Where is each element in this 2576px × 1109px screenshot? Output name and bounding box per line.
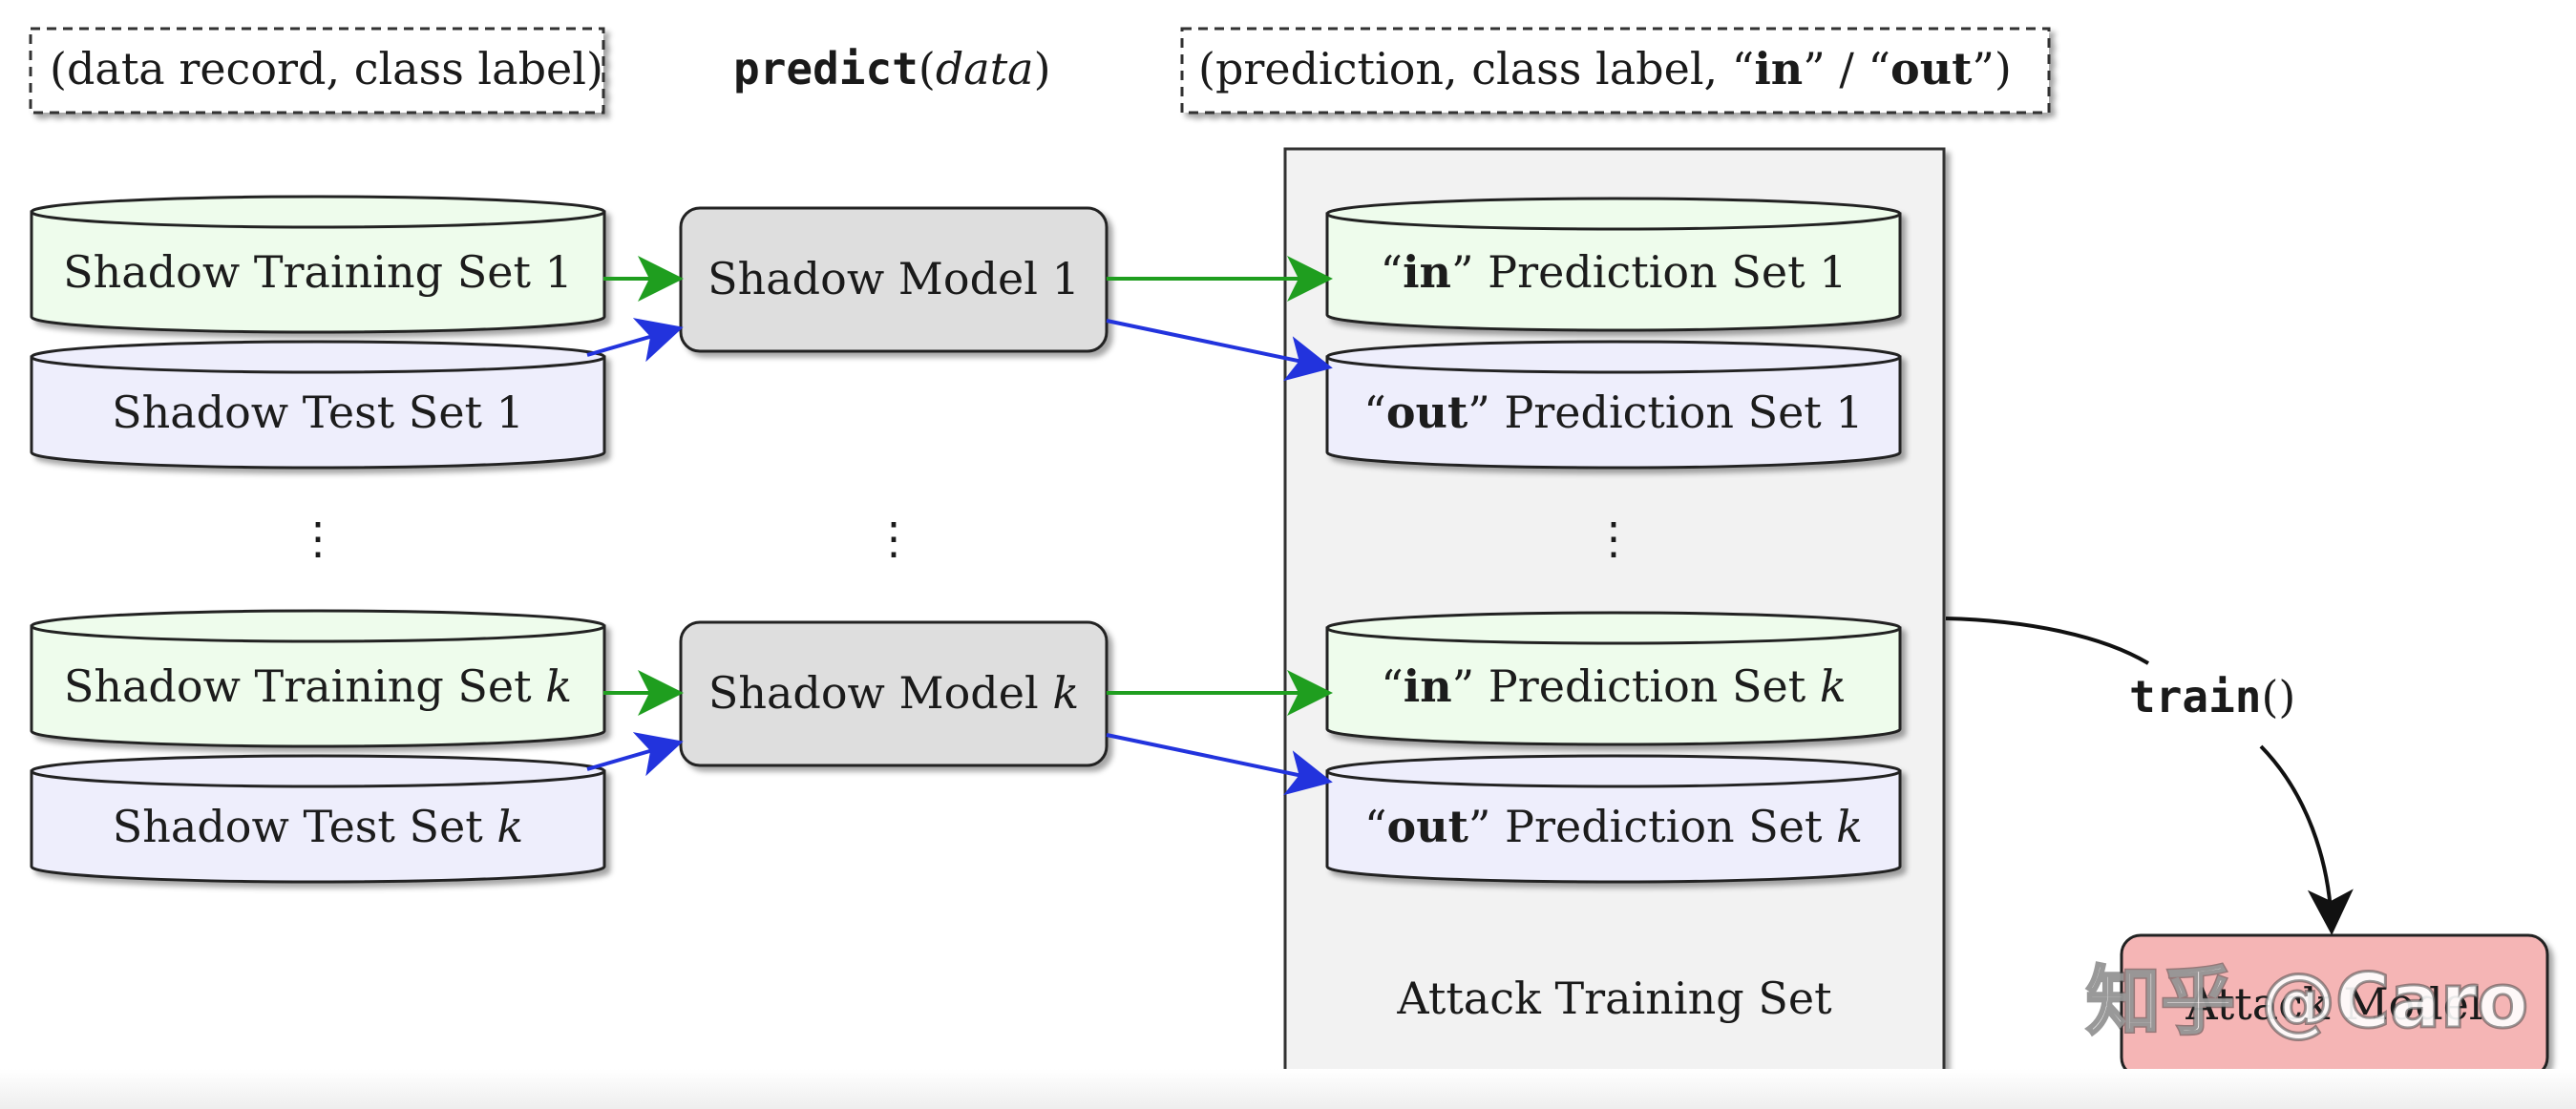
in-prediction-set-1: “in” Prediction Set 1 <box>1325 197 1902 332</box>
shadow-model-k-label: Shadow Model k <box>708 667 1079 719</box>
bottom-shade <box>0 1069 2576 1109</box>
legend-prediction-text: (prediction, class label, “in” / “out”) <box>1198 43 2012 94</box>
arrow-modelk-to-outk <box>1106 733 1333 796</box>
shadow-training-set-k: Shadow Training Set k <box>30 609 606 748</box>
train-function-label: train() <box>2129 671 2295 722</box>
out-prediction-set-1-label: “out” Prediction Set 1 <box>1363 387 1863 438</box>
watermark: 知乎 @Caro <box>2084 958 2529 1047</box>
legend-record-label: (data record, class label) <box>29 27 605 115</box>
shadow-sets-ellipsis: ⋮ <box>296 513 340 564</box>
arrow-model1-to-out1 <box>1106 319 1333 382</box>
shadow-test-set-1: Shadow Test Set 1 <box>30 340 606 470</box>
in-prediction-set-k-label: “in” Prediction Set k <box>1381 660 1847 712</box>
arrow-train-curve-bottom <box>2259 744 2354 935</box>
shadow-training-set-1-label: Shadow Training Set 1 <box>63 246 573 298</box>
shadow-models-ellipsis: ⋮ <box>872 513 916 564</box>
shadow-test-set-k-label: Shadow Test Set k <box>113 801 523 852</box>
attack-model-label: Attack Model <box>2185 978 2482 1030</box>
attack-model: Attack Model <box>2120 933 2549 1078</box>
arrow-testk-to-modelk <box>586 732 684 777</box>
legend-record-text: (data record, class label) <box>50 43 603 94</box>
out-prediction-set-k-label: “out” Prediction Set k <box>1364 801 1863 852</box>
shadow-test-set-k: Shadow Test Set k <box>30 754 606 884</box>
shadow-training-set-k-label: Shadow Training Set k <box>64 660 572 712</box>
legend-predict-text: predict(data) <box>733 43 1051 94</box>
out-prediction-set-k: “out” Prediction Set k <box>1325 754 1902 884</box>
arrows <box>586 256 2354 935</box>
arrow-test1-to-model1 <box>586 318 684 363</box>
shadow-training-set-1: Shadow Training Set 1 <box>30 195 606 334</box>
in-prediction-set-1-label: “in” Prediction Set 1 <box>1381 246 1848 298</box>
arrow-train-curve-top <box>1945 617 2150 665</box>
shadow-test-set-1-label: Shadow Test Set 1 <box>112 387 524 438</box>
in-prediction-set-k: “in” Prediction Set k <box>1325 611 1902 746</box>
shadow-model-k: Shadow Model k <box>679 620 1109 767</box>
shadow-model-1-label: Shadow Model 1 <box>707 253 1080 304</box>
legend-prediction-label: (prediction, class label, “in” / “out”) <box>1180 27 2051 115</box>
attack-training-set-label: Attack Training Set <box>1396 973 1832 1024</box>
out-prediction-set-1: “out” Prediction Set 1 <box>1325 340 1902 470</box>
prediction-sets-ellipsis: ⋮ <box>1592 513 1636 564</box>
shadow-model-1: Shadow Model 1 <box>679 206 1109 353</box>
